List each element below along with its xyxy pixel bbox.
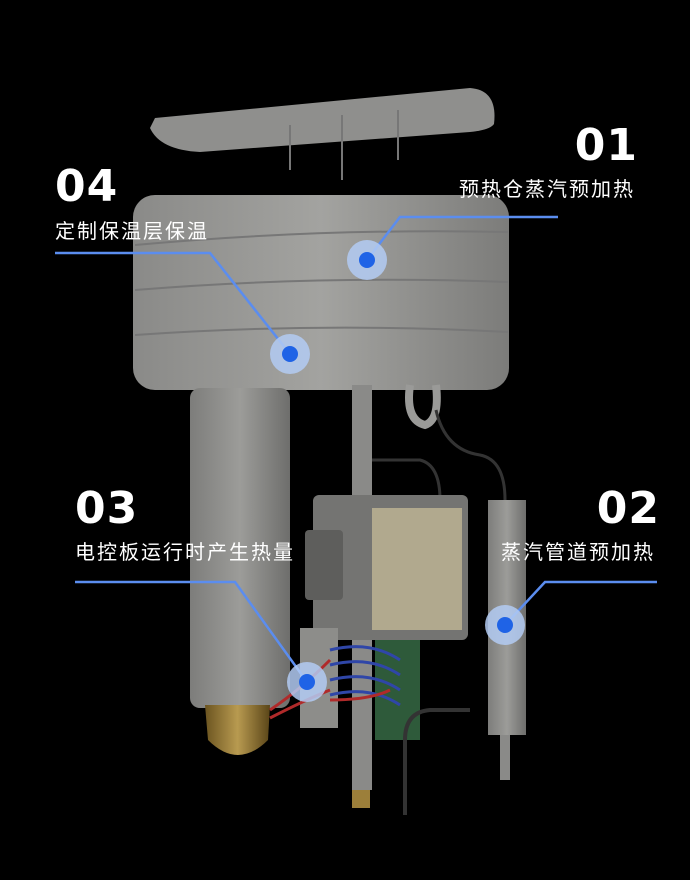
callout-04-number: 04 [55, 161, 119, 212]
callout-01-number: 01 [574, 120, 638, 171]
heating-cylinder [190, 388, 290, 708]
hotspot-04[interactable] [270, 334, 310, 374]
callout-02-number: 02 [596, 483, 660, 534]
callout-03-number: 03 [75, 483, 139, 534]
callout-01-label: 预热仓蒸汽预加热 [459, 177, 635, 201]
callout-03-label: 电控板运行时产生热量 [75, 540, 295, 564]
lid [150, 88, 495, 180]
preheat-tank [133, 195, 509, 390]
callout-04-label: 定制保温层保温 [55, 219, 209, 243]
hotspots [270, 240, 525, 702]
hotspot-02[interactable] [485, 605, 525, 645]
callout-04-line [55, 251, 291, 355]
hotspot-01[interactable] [347, 240, 387, 280]
callout-03-line [75, 580, 309, 683]
control-board [269, 495, 468, 740]
callout-02-label: 蒸汽管道预加热 [501, 540, 655, 564]
hotspot-03[interactable] [287, 662, 327, 702]
brass-cap [205, 705, 270, 755]
callout-02-line [504, 580, 657, 626]
